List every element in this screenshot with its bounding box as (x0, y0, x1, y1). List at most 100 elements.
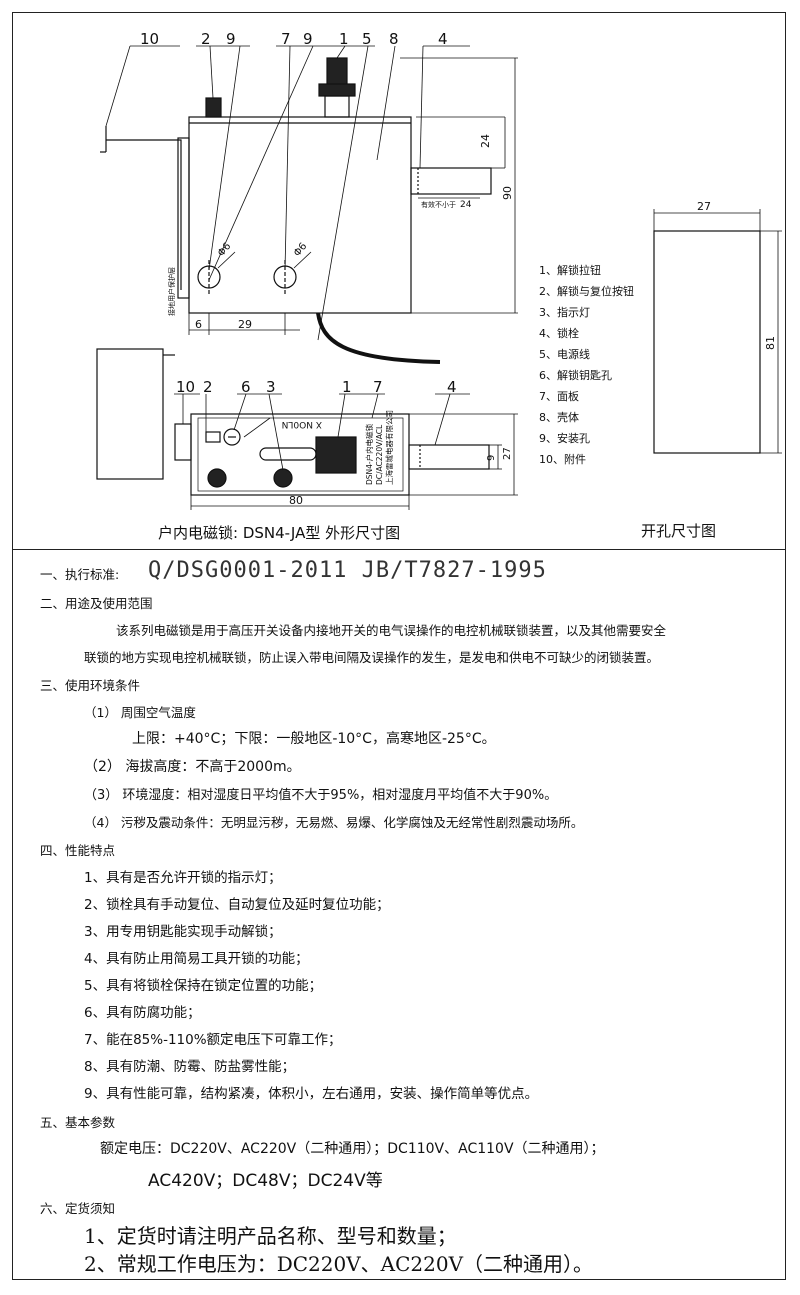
legend-item: 8、壳体 (539, 410, 579, 424)
svg-text:4: 4 (438, 30, 448, 48)
svg-text:1: 1 (342, 378, 352, 396)
svg-text:6: 6 (241, 378, 251, 396)
section-divider (12, 549, 786, 550)
svg-text:DC/AC220V/ACL: DC/AC220V/ACL (375, 424, 384, 485)
feature-item: 6、具有防腐功能； (84, 1005, 201, 1021)
section-title-features: 四、性能特点 (40, 843, 116, 858)
dim-6: 6 (195, 318, 202, 331)
svg-text:9: 9 (226, 30, 236, 48)
svg-text:9: 9 (303, 30, 313, 48)
section-title-usage: 二、用途及使用范围 (40, 596, 153, 611)
svg-text:8: 8 (389, 30, 399, 48)
latch-bolt-front (408, 444, 490, 470)
callout-leaders-top (105, 45, 470, 341)
legend-item: 1、解锁拉钮 (539, 263, 601, 277)
dim-lines-front (190, 413, 518, 510)
svg-text:5: 5 (362, 30, 372, 48)
dim-27-right: 27 (502, 447, 513, 460)
feature-item: 4、具有防止用简易工具开锁的功能； (84, 951, 309, 967)
bracket-plate (177, 137, 190, 299)
slot-guide (259, 447, 317, 461)
dim-lines-top (188, 57, 518, 335)
svg-text:2: 2 (203, 378, 213, 396)
svg-text:3: 3 (266, 378, 276, 396)
svg-text:DSN4-户内电磁锁: DSN4-户内电磁锁 (364, 423, 374, 485)
power-cable (316, 312, 441, 364)
svg-text:2: 2 (201, 30, 211, 48)
dim-80: 80 (289, 494, 303, 507)
feature-item: 5、具有将锁栓保持在锁定位置的功能； (84, 978, 323, 994)
feature-item: 8、具有防潮、防霉、防盐雾性能； (84, 1059, 296, 1075)
section-title-params: 五、基本参数 (40, 1115, 116, 1130)
legend-item: 9、安装孔 (539, 431, 590, 445)
env-temp-label: （1） 周围空气温度 (84, 705, 196, 720)
legend-item: 6、解锁钥匙孔 (539, 368, 612, 382)
order-note-1: 1、定货时请注明产品名称、型号和数量； (84, 1224, 457, 1248)
svg-text:上海雷城电器有限公司: 上海雷城电器有限公司 (384, 410, 394, 485)
knob-base (324, 95, 350, 118)
key-hole (223, 428, 241, 446)
usage-line-1: 该系列电磁锁是用于高压开关设备内接地开关的电气误操作的电控机械联锁装置，以及其他… (116, 623, 667, 638)
side-accessory (96, 348, 164, 480)
side-label: 接地用户保护层 (167, 267, 176, 316)
dim-90: 90 (501, 186, 514, 200)
dim-29: 29 (238, 318, 252, 331)
technical-drawing: 24 90 Φ6 Φ6 6 29 有效不小于 24 接地用户保护层 10 2 9… (96, 30, 782, 510)
env-humidity: （3） 环境湿度：相对湿度日平均值不大于95%，相对湿度月平均值不大于90%。 (84, 788, 558, 803)
housing-outline (188, 116, 412, 314)
svg-text:7: 7 (281, 30, 291, 48)
legend-item: 10、附件 (539, 452, 586, 466)
dim-24: 24 (479, 134, 492, 148)
dim-24-bolt: 24 (460, 200, 472, 210)
reset-button (205, 97, 222, 118)
page-frame (12, 12, 786, 1280)
env-altitude: （2） 海拔高度：不高于2000m。 (84, 759, 301, 775)
feature-item: 7、能在85%-110%额定电压下可靠工作； (84, 1032, 342, 1048)
cut-dim-81: 81 (764, 336, 777, 350)
front-panel-inner (197, 417, 404, 492)
feature-item: 3、用专用钥匙能实现手动解锁； (84, 924, 282, 940)
reset-button-front (205, 431, 221, 443)
legend-item: 3、指示灯 (539, 305, 590, 319)
accessory-bracket (105, 126, 182, 290)
knob-collar (318, 83, 356, 97)
svg-text:4: 4 (447, 378, 457, 396)
usage-line-2: 联锁的地方实现电控机械联锁，防止误入带电间隔及误操作的发生，是发电和供电不可缺少… (84, 650, 660, 665)
legend-item: 4、锁栓 (539, 326, 579, 340)
callouts-top: 10 2 9 7 9 1 5 8 4 (140, 30, 448, 48)
feature-item: 9、具有性能可靠，结构紧凑，体积小，左右通用，安装、操作简单等优点。 (84, 1086, 539, 1102)
section-title-order: 六、定货须知 (40, 1201, 116, 1216)
section-title-env: 三、使用环境条件 (40, 678, 141, 693)
env-temp-detail: 上限：+40°C；下限：一般地区-10°C，高寒地区-25°C。 (132, 731, 496, 747)
svg-text:10: 10 (176, 378, 195, 396)
indicator-light-front (207, 468, 227, 488)
feature-item: 1、具有是否允许开锁的指示灯； (84, 870, 282, 886)
standard-codes: Q/DSG0001-2011 JB/T7827-1995 (148, 558, 547, 583)
pull-knob-front (315, 436, 357, 474)
side-note: 有效不小于 (421, 200, 456, 209)
svg-text:1: 1 (339, 30, 349, 48)
indicator-light-2 (273, 468, 293, 488)
voltage-line-2: AC420V；DC48V；DC24V等 (148, 1171, 383, 1191)
drawing-caption: 户内电磁锁: DSN4-JA型 外形尺寸图 (158, 524, 401, 542)
dim-9: 9 (486, 455, 497, 461)
cutout-dim-lines (653, 209, 782, 454)
legend-item: 2、解锁与复位按钮 (539, 284, 634, 298)
nameplate: DSN4-户内电磁锁 DC/AC220V/ACL 上海雷城电器有限公司 (364, 410, 394, 485)
env-pollution: （4） 污秽及震动条件：无明显污秽，无易燃、易爆、化学腐蚀及无经常性剧烈震动场所… (84, 815, 584, 830)
order-note-2: 2、常规工作电压为：DC220V、AC220V（二种通用）。 (84, 1252, 594, 1276)
lid-text: X NO0LN (282, 419, 322, 429)
accessory-clip (174, 423, 192, 461)
callouts-front: 10 2 6 3 1 7 4 (176, 378, 457, 396)
feature-item: 2、锁栓具有手动复位、自动复位及延时复位功能； (84, 897, 390, 913)
legend-item: 5、电源线 (539, 347, 590, 361)
cutout-rect (653, 230, 761, 454)
latch-bolt (410, 167, 492, 195)
cut-dim-27: 27 (697, 200, 711, 213)
svg-text:7: 7 (373, 378, 383, 396)
voltage-line-1: 额定电压：DC220V、AC220V（二种通用）；DC110V、AC110V（二… (100, 1141, 605, 1157)
standard-label: 一、执行标准: (40, 567, 120, 582)
lever-mark (243, 417, 271, 438)
svg-text:10: 10 (140, 30, 159, 48)
legend-item: 7、面板 (539, 389, 579, 403)
